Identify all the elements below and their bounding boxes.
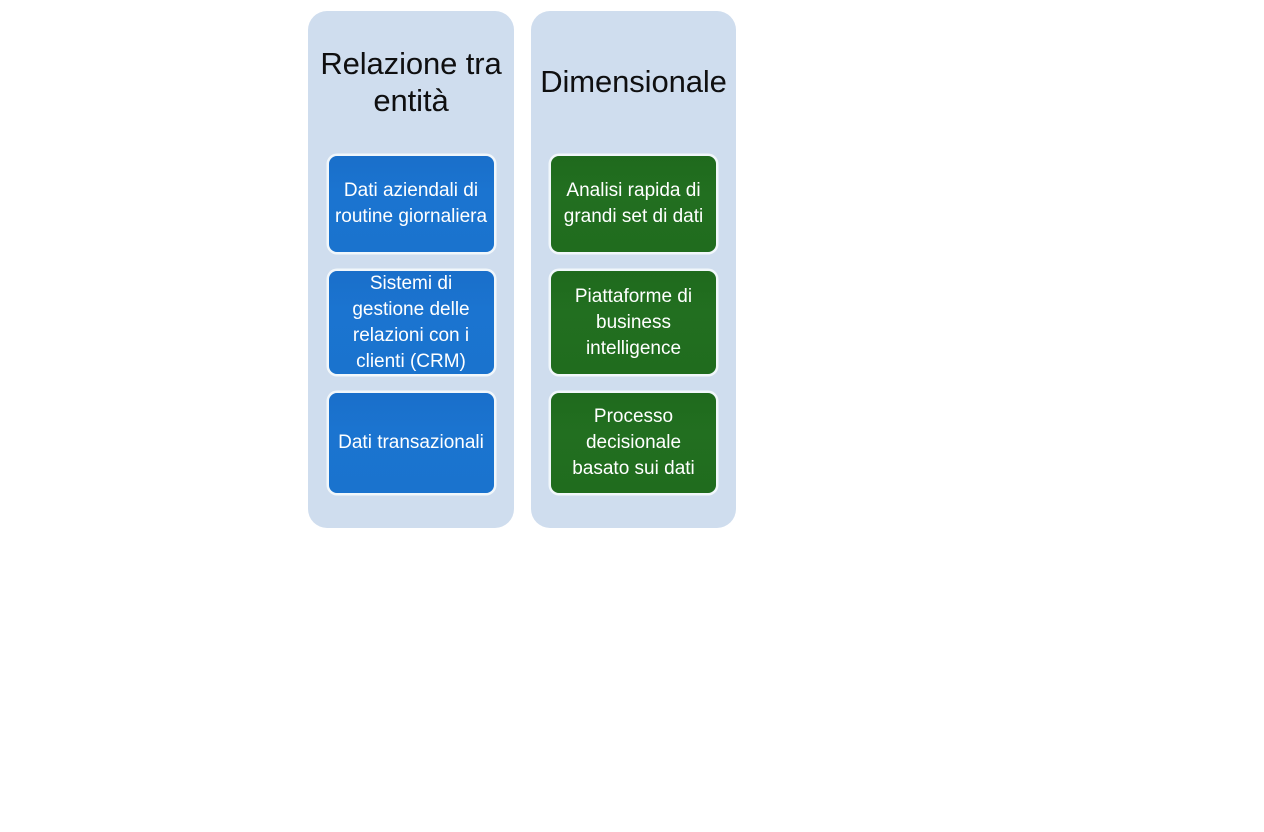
column-items-relazione-tra-entita: Dati aziendali di routine giornaliera Si…	[316, 156, 506, 493]
item-card-label: Processo decisionale basato sui dati	[572, 406, 695, 479]
item-card-label: Dati aziendali di routine giornaliera	[334, 180, 488, 227]
item-card[interactable]: Analisi rapida di grandi set di dati	[551, 156, 716, 252]
column-items-dimensionale: Analisi rapida di grandi set di dati Pia…	[539, 156, 728, 493]
item-card-label: Analisi rapida di grandi set di dati	[563, 180, 704, 227]
column-relazione-tra-entita: Relazione tra entità Dati aziendali di r…	[308, 11, 514, 528]
item-card[interactable]: Processo decisionale basato sui dati	[551, 393, 716, 493]
column-title-dimensionale: Dimensionale	[540, 64, 727, 99]
item-card-label: Sistemi di gestione delle relazioni con …	[352, 272, 470, 372]
column-title-relazione-tra-entita: Relazione tra entità	[320, 45, 502, 118]
item-card-label: Dati transazionali	[338, 432, 484, 453]
item-card[interactable]: Sistemi di gestione delle relazioni con …	[328, 271, 494, 374]
column-dimensionale: Dimensionale Analisi rapida di grandi se…	[531, 11, 736, 528]
item-card-label: Piattaforme di business intelligence	[574, 285, 693, 359]
item-card[interactable]: Dati aziendali di routine giornaliera	[328, 156, 494, 252]
item-card[interactable]: Dati transazionali	[328, 393, 494, 493]
item-card[interactable]: Piattaforme di business intelligence	[551, 271, 716, 374]
comparison-diagram: Relazione tra entità Dati aziendali di r…	[308, 11, 736, 528]
